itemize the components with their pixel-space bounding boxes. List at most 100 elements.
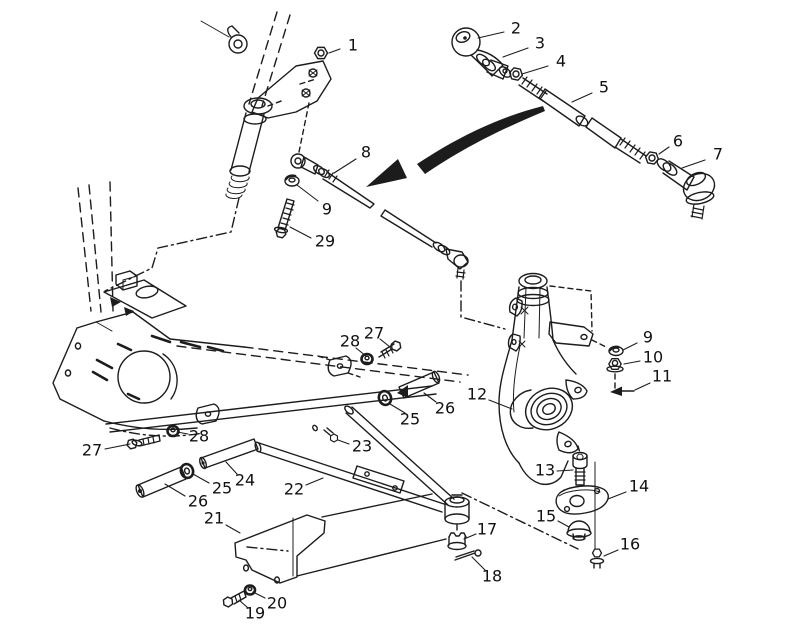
callout-label: 1 (348, 36, 358, 55)
callout-label: 25 (400, 410, 420, 429)
callout-leader (477, 31, 505, 39)
callout-label: 28 (189, 427, 209, 446)
callout-label: 5 (599, 78, 609, 97)
callout-leader (192, 473, 210, 484)
body-hatch-marks (91, 334, 225, 401)
hub-shading (509, 389, 534, 430)
panel-arrow-mark (110, 297, 121, 307)
rod-end-ring (290, 153, 306, 169)
direction-arrow (366, 106, 545, 187)
panel-hole (135, 285, 159, 299)
callout-label: 10 (643, 348, 663, 367)
callout-label: 18 (482, 567, 502, 586)
callout-label: 9 (643, 328, 653, 347)
callout-leader (622, 342, 638, 351)
strut-knuckle-12 (498, 272, 609, 550)
pin-11 (610, 386, 635, 396)
grease-fitting-23 (323, 427, 340, 444)
callout-leader (289, 226, 312, 239)
callout-leader (379, 338, 391, 348)
callout-25b: 25 (389, 403, 420, 429)
callout-13: 13 (535, 461, 574, 480)
callout-29: 29 (289, 226, 335, 251)
nut-1 (313, 46, 329, 60)
callout-5: 5 (571, 78, 609, 103)
drag-link (290, 153, 506, 330)
jam-nut-4 (507, 66, 525, 82)
nut-10 (606, 357, 624, 389)
callout-label: 26 (435, 399, 455, 418)
strut-tab-upper (508, 297, 523, 317)
callout-leader (502, 47, 529, 58)
mount-bracket-front (195, 403, 220, 425)
knuckle-ear-lower (556, 431, 579, 454)
callout-label: 23 (352, 437, 372, 456)
callout-label: 8 (361, 143, 371, 162)
callout-leader (623, 360, 641, 365)
tie-rod-end-7-collar (656, 158, 672, 172)
mount-bracket-rear (317, 355, 361, 378)
bolt-16 (589, 548, 605, 569)
callout-20: 20 (252, 591, 287, 613)
cable-clamp (200, 20, 248, 54)
callout-label: 21 (204, 509, 224, 528)
callout-label: 25 (212, 479, 232, 498)
a-arm-assembly (254, 405, 455, 513)
callout-3: 3 (502, 34, 545, 58)
callout-leader (556, 469, 574, 472)
callout-leader (557, 520, 570, 528)
callout-label: 14 (629, 477, 649, 496)
body-line-hidden (243, 346, 469, 376)
bolt-19 (220, 590, 247, 609)
guard-21 (234, 514, 326, 584)
callout-28b: 28 (340, 332, 367, 357)
callout-label: 27 (82, 441, 102, 460)
callout-leader (337, 439, 350, 445)
callout-leader (521, 65, 549, 75)
callout-leader (607, 491, 627, 500)
callout-1: 1 (328, 36, 358, 55)
callout-28a: 28 (176, 427, 209, 446)
frame-rail (105, 385, 579, 577)
callout-24: 24 (225, 461, 255, 490)
frame-outline (77, 181, 240, 319)
callout-label: 2 (511, 19, 521, 38)
callout-label: 27 (364, 324, 384, 343)
cotter-pin-18 (454, 549, 482, 561)
callout-label: 26 (188, 492, 208, 511)
callout-18: 18 (471, 556, 502, 586)
callout-leader (238, 599, 249, 609)
callout-10: 10 (623, 348, 663, 367)
callout-label: 19 (245, 604, 265, 623)
knuckle-body (498, 339, 577, 464)
steering-shaft-hidden (248, 11, 278, 105)
callout-4: 4 (521, 52, 566, 75)
callout-leader (164, 483, 186, 497)
callout-label: 3 (535, 34, 545, 53)
callout-6: 6 (658, 132, 683, 155)
callout-16: 16 (603, 535, 640, 557)
mount-panel-edge (321, 493, 433, 518)
washer-25-front (179, 462, 195, 480)
sleeve-26-front (135, 466, 187, 498)
washer-20 (243, 584, 257, 596)
callout-leader (389, 403, 406, 414)
strut-tube-top (518, 272, 548, 290)
callout-label: 20 (267, 594, 287, 613)
callout-label: 9 (322, 200, 332, 219)
strut-tab-lower (507, 333, 521, 352)
washer-28-rear (360, 352, 374, 366)
column-bracket (251, 60, 332, 119)
callout-label: 7 (713, 145, 723, 164)
callout-7: 7 (681, 145, 723, 169)
a-arm-rear-leg (345, 406, 455, 506)
frame-tube-hidden (77, 187, 92, 312)
callout-label: 17 (477, 520, 497, 539)
callout-leader (328, 48, 341, 54)
knuckle-ear-upper (565, 379, 588, 400)
drag-link-shaft (322, 171, 375, 209)
callout-label: 24 (235, 471, 255, 490)
callout-26a: 26 (164, 483, 208, 511)
callout-leader (104, 443, 131, 450)
